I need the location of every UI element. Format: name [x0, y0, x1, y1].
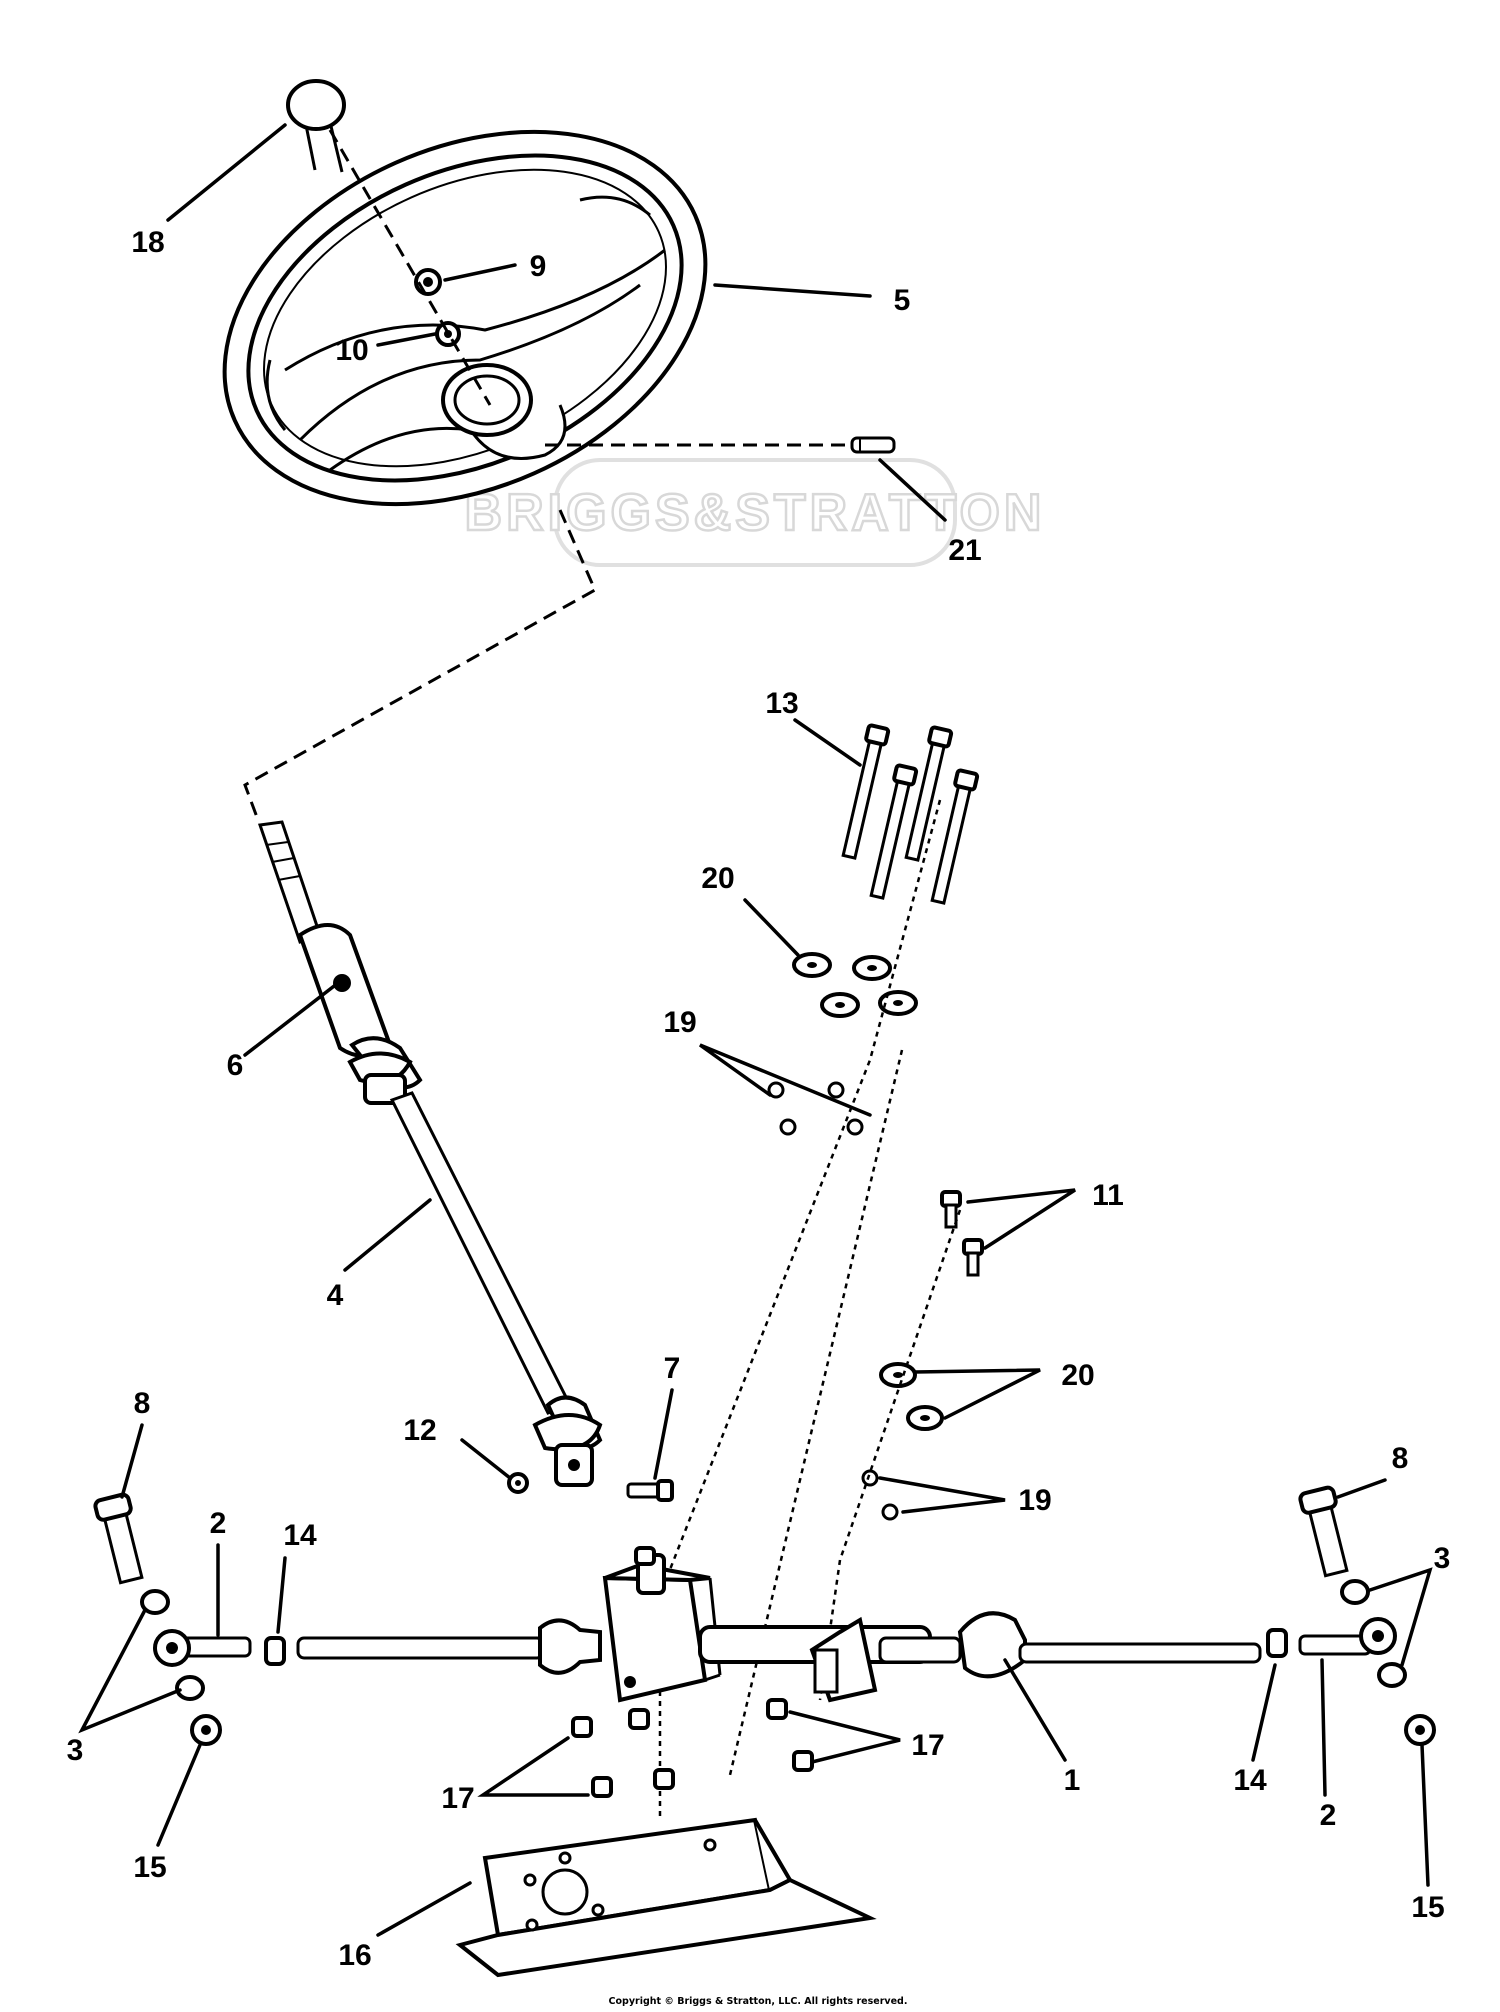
part-steering-wheel [222, 129, 708, 507]
callout-8-right: 8 [1392, 1442, 1409, 1475]
part-bolts-11 [940, 1190, 984, 1277]
watermark-text: BRIGGS&STRATTON [465, 484, 1046, 542]
callout-9: 9 [530, 250, 547, 283]
callout-15-right: 15 [1411, 1891, 1444, 1924]
part-tie-rod-end-right [1298, 1617, 1397, 1656]
callout-20-lower: 20 [1061, 1359, 1094, 1392]
callout-19-top: 19 [663, 1006, 696, 1039]
callout-19-lower: 19 [1018, 1484, 1051, 1517]
callout-14-left: 14 [283, 1519, 317, 1552]
part-jam-nut-14-left [264, 1636, 286, 1666]
part-washers-20-lower [879, 1362, 944, 1431]
part-bolt-7 [626, 1479, 674, 1502]
callout-11: 11 [1092, 1179, 1124, 1212]
part-steering-shaft [257, 820, 603, 1487]
callout-1: 1 [1064, 1764, 1081, 1797]
callout-3-right: 3 [1434, 1542, 1451, 1575]
callout-7: 7 [664, 1352, 681, 1385]
part-washers-20-upper [792, 952, 918, 1018]
callout-12: 12 [403, 1414, 436, 1447]
part-nuts-19-lower [861, 1469, 899, 1521]
copyright-notice: Copyright © Briggs & Stratton, LLC. All … [609, 1996, 908, 2007]
callout-21: 21 [948, 534, 981, 567]
part-bushings-3-right [1340, 1579, 1407, 1688]
part-washer-10 [435, 321, 461, 347]
callout-17-left: 17 [441, 1782, 474, 1815]
part-nuts-17 [571, 1698, 814, 1798]
part-center-cap [286, 79, 346, 173]
callout-20-top: 20 [701, 862, 734, 895]
part-steering-rack [296, 1546, 1262, 1703]
callout-3-left: 3 [67, 1734, 84, 1767]
part-bolt-8-right [1298, 1485, 1349, 1578]
part-bushings-3-left [140, 1589, 205, 1701]
part-bolts-13 [841, 723, 980, 905]
part-roll-pin [850, 436, 896, 454]
part-nut-15-right [1404, 1714, 1436, 1746]
callout-4: 4 [327, 1279, 344, 1312]
callout-8-left: 8 [134, 1387, 151, 1420]
part-nut-12 [507, 1472, 529, 1494]
part-jam-nut-14-right [1266, 1628, 1288, 1658]
callout-16: 16 [338, 1939, 371, 1972]
part-mounting-plate [455, 1817, 877, 1978]
assembly-lines-wheel [243, 129, 850, 821]
callout-10: 10 [335, 334, 368, 367]
callout-18: 18 [131, 226, 164, 259]
callout-17-right: 17 [911, 1729, 944, 1762]
callout-13: 13 [765, 687, 798, 720]
watermark: BRIGGS&STRATTON [463, 458, 1046, 567]
part-tie-rod-end-left [153, 1629, 252, 1667]
part-bolt-8-left [93, 1492, 144, 1585]
callout-2-left: 2 [210, 1507, 227, 1540]
leader-lines [78, 123, 1433, 1937]
callout-6: 6 [227, 1049, 244, 1082]
callout-5: 5 [894, 284, 911, 317]
callout-14-right: 14 [1233, 1764, 1267, 1797]
part-nut-15-left [190, 1714, 222, 1746]
part-nuts-19-upper [767, 1081, 864, 1136]
callout-15-left: 15 [133, 1851, 166, 1884]
callout-2-right: 2 [1320, 1799, 1337, 1832]
callout-labels: 18 9 10 5 21 13 20 19 6 11 4 20 7 8 12 8… [67, 226, 1451, 1972]
